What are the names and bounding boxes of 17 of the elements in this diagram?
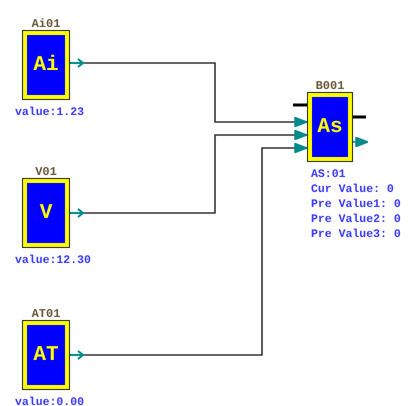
value-text: value:0.00 [15,395,84,406]
block-symbol: AT [33,344,59,366]
block-symbol: As [317,116,343,138]
block-id: Ai01 [32,17,60,31]
block-id: V01 [35,165,57,179]
value-text: value:1.23 [15,105,84,120]
output-arrow [353,136,369,148]
status-text: Cur Value: 0 [311,182,394,197]
block-symbol: V [40,202,52,224]
block-symbol: Ai [33,54,59,76]
block-id: B001 [316,79,344,93]
status-text: Pre Value3: 0 [311,227,401,242]
status-text: Pre Value1: 0 [311,197,401,212]
value-text: value:12.30 [15,253,91,268]
status-text: Pre Value2: 0 [311,212,401,227]
block-id: AT01 [32,307,60,321]
value-text: AS:01 [311,167,346,182]
